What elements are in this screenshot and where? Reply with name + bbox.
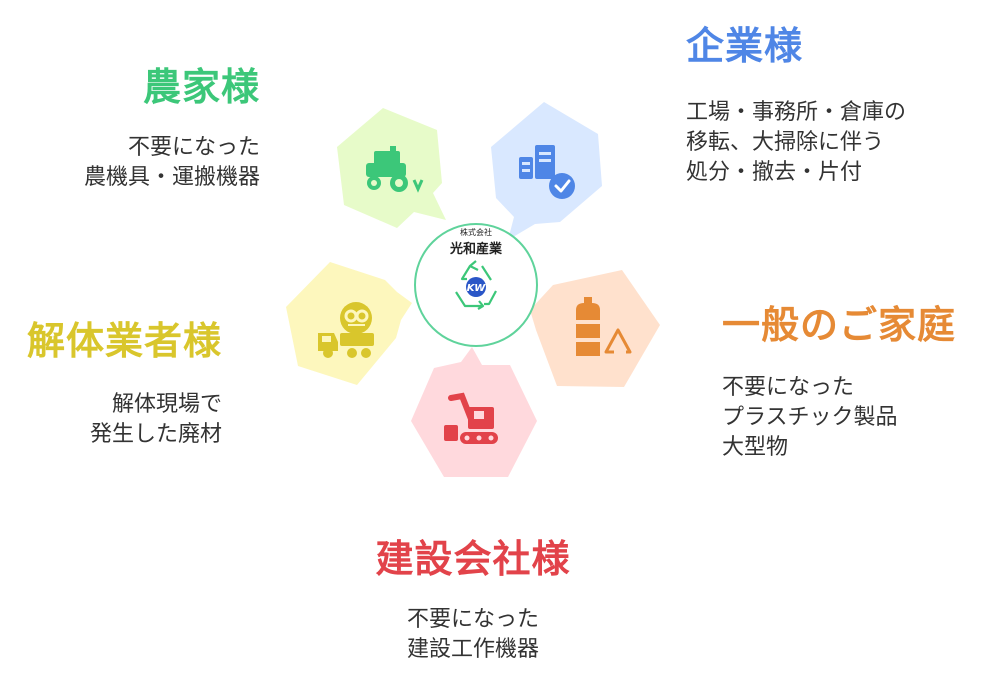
company-line-2: 移転、大掃除に伴う [686, 130, 885, 155]
farmer-title: 農家様 [142, 65, 260, 109]
office-building-check-icon [519, 145, 575, 199]
construction-description: 不要になった 建設工作機器 [373, 605, 573, 665]
center-company-name: 光和産業 [449, 241, 503, 257]
company-title: 企業様 [686, 24, 804, 68]
demolition-hexagon [286, 262, 412, 385]
excavator-icon [444, 392, 498, 444]
center-company-small: 株式会社 [460, 227, 492, 237]
company-hexagon [491, 102, 602, 240]
demolition-title: 解体業者様 [26, 319, 222, 363]
company-description: 工場・事務所・倉庫の 移転、大掃除に伴う 処分・撤去・片付 [686, 98, 906, 188]
household-line-2: プラスチック製品 [722, 405, 898, 430]
farmer-description: 不要になった 農機具・運搬機器 [84, 133, 260, 193]
household-line-3: 大型物 [722, 435, 789, 460]
construction-title: 建設会社様 [375, 537, 571, 581]
demolition-line-2: 発生した廃材 [89, 422, 222, 447]
household-hexagon [530, 270, 660, 387]
recycle-arrows-icon [455, 260, 497, 310]
center-logo: 株式会社 光和産業 KW [414, 223, 538, 347]
kw-logo-icon [466, 277, 486, 297]
farmer-line-1: 不要になった [127, 135, 260, 160]
farmer-line-2: 農機具・運搬機器 [83, 165, 260, 190]
plastic-bottle-recycle-icon [576, 297, 632, 356]
construction-line-1: 不要になった [406, 607, 539, 632]
household-title: 一般のご家庭 [722, 303, 957, 347]
household-line-1: 不要になった [722, 375, 855, 400]
household-description: 不要になった プラスチック製品 大型物 [722, 373, 898, 463]
demolition-line-1: 解体現場で [111, 392, 222, 417]
farmer-hexagon [337, 108, 446, 228]
tractor-icon [366, 146, 424, 193]
construction-line-2: 建設工作機器 [406, 637, 539, 662]
construction-hexagon [411, 347, 537, 477]
company-line-1: 工場・事務所・倉庫の [686, 100, 907, 125]
demolition-description: 解体現場で 発生した廃材 [90, 390, 222, 450]
center-logo-mark: KW [467, 283, 486, 294]
mixer-truck-icon [318, 302, 374, 358]
company-line-3: 処分・撤去・片付 [686, 160, 863, 185]
